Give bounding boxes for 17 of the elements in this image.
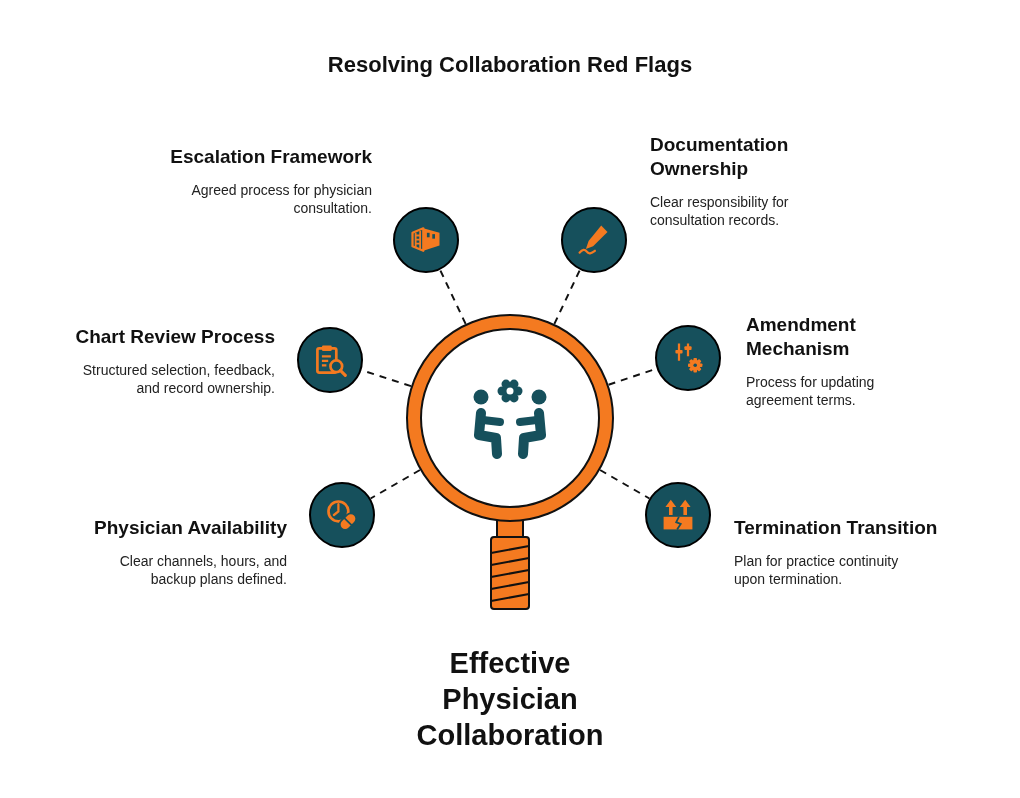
item-description: Plan for practice continuity upon termination. xyxy=(734,552,900,588)
item-description: Agreed process for physician consultation. xyxy=(190,181,372,217)
item-description: Structured selection, feedback, and record ownership. xyxy=(81,361,275,397)
dashed-connector xyxy=(599,469,651,500)
item-heading: Documentation Ownership xyxy=(650,133,790,181)
item-heading: Physician Availability xyxy=(94,516,287,540)
item-heading: Chart Review Process xyxy=(75,325,275,349)
dashed-connector xyxy=(369,469,421,500)
item-description: Process for updating agreement terms. xyxy=(746,373,876,409)
magnifier-lens xyxy=(406,314,614,522)
center-caption: Effective Physician Collaboration xyxy=(415,646,605,753)
item-description: Clear channels, hours, and backup plans defined. xyxy=(118,552,287,588)
diagram-title: Resolving Collaboration Red Flags xyxy=(327,51,693,79)
item-heading: Amendment Mechanism xyxy=(746,313,857,361)
item-description: Clear responsibility for consultation records. xyxy=(650,193,790,229)
item-heading: Escalation Framework xyxy=(170,145,372,169)
item-heading: Termination Transition xyxy=(734,516,938,540)
